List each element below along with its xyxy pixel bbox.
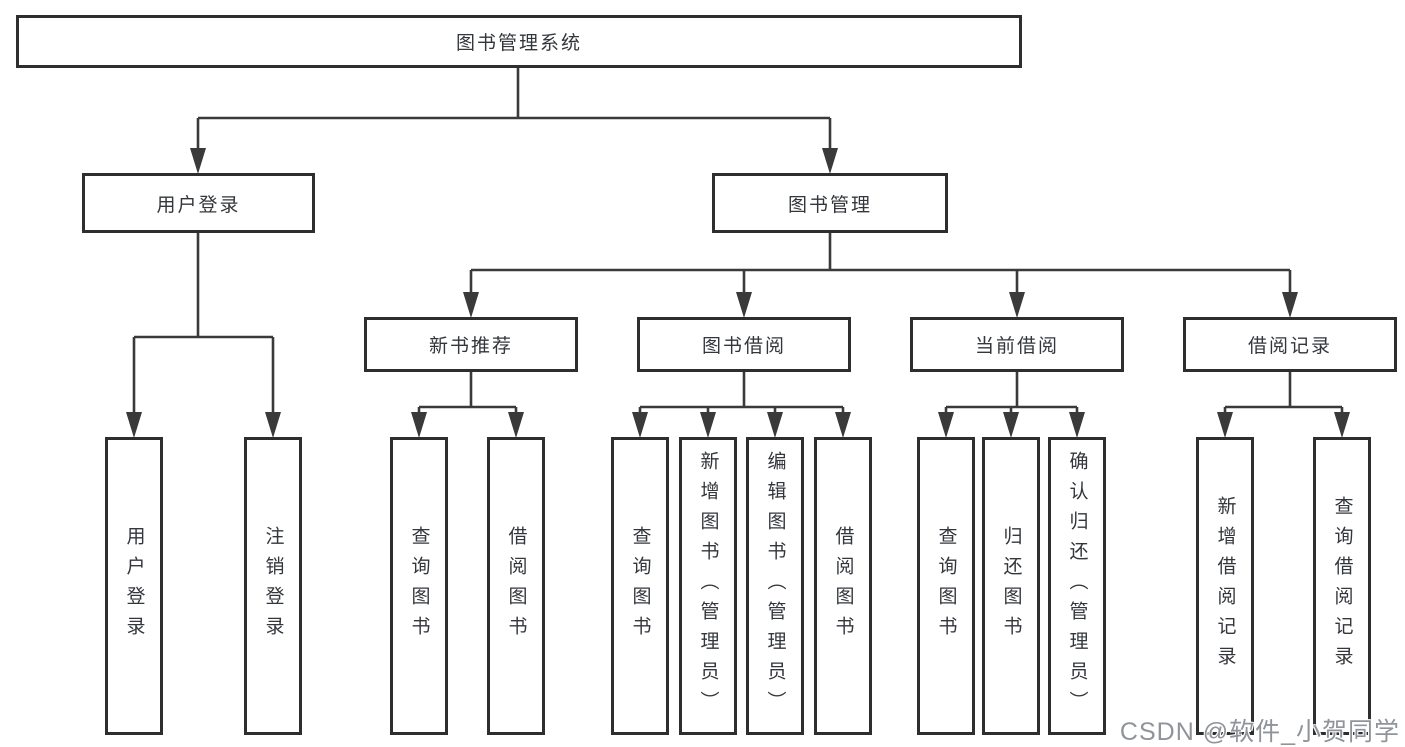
node-root-label: 图书管理系统 xyxy=(455,33,582,54)
arrow-down-icon xyxy=(938,412,954,438)
leaf-add-book-admin-label: 新增图书（管理员） xyxy=(697,451,719,721)
arrow-down-icon xyxy=(1217,412,1233,438)
leaf-confirm-return-admin: 确认归还（管理员） xyxy=(1048,437,1106,735)
node-current-borrow-label: 当前借阅 xyxy=(974,336,1059,357)
leaf-logout: 注销登录 xyxy=(244,437,302,735)
arrow-down-icon xyxy=(463,292,479,318)
leaf-confirm-return-admin-label: 确认归还（管理员） xyxy=(1066,451,1088,721)
node-book-borrow-label: 图书借阅 xyxy=(701,336,786,357)
node-root: 图书管理系统 xyxy=(16,15,1022,68)
leaf-edit-book-admin: 编辑图书（管理员） xyxy=(746,437,804,735)
leaf-query-books-1: 查询图书 xyxy=(390,437,448,735)
arrow-down-icon xyxy=(1282,292,1298,318)
leaf-query-books-3: 查询图书 xyxy=(917,437,975,735)
leaf-query-books-2-label: 查询图书 xyxy=(629,526,651,646)
node-borrow-records-label: 借阅记录 xyxy=(1247,336,1332,357)
arrow-down-icon xyxy=(835,412,851,438)
arrow-down-icon xyxy=(632,412,648,438)
leaf-logout-label: 注销登录 xyxy=(262,526,284,646)
leaf-add-book-admin: 新增图书（管理员） xyxy=(679,437,737,735)
arrow-down-icon xyxy=(411,412,427,438)
leaf-add-borrow-record-label: 新增借阅记录 xyxy=(1214,496,1236,676)
node-user-login: 用户登录 xyxy=(82,173,315,233)
node-borrow-records: 借阅记录 xyxy=(1183,317,1397,372)
watermark: CSDN @软件_小贺同学 xyxy=(1119,718,1400,746)
arrow-down-icon xyxy=(265,412,281,438)
leaf-query-borrow-record: 查询借阅记录 xyxy=(1313,437,1371,735)
arrow-down-icon xyxy=(1069,412,1085,438)
leaf-return-book: 归还图书 xyxy=(982,437,1040,735)
node-book-management-label: 图书管理 xyxy=(787,194,872,216)
node-book-borrow: 图书借阅 xyxy=(637,317,851,372)
leaf-borrow-books-2-label: 借阅图书 xyxy=(832,526,854,646)
arrow-down-icon xyxy=(1009,292,1025,318)
leaf-borrow-books-1: 借阅图书 xyxy=(487,437,545,735)
arrow-down-icon xyxy=(508,412,524,438)
leaf-add-borrow-record: 新增借阅记录 xyxy=(1196,437,1254,735)
arrow-down-icon xyxy=(822,148,838,174)
arrow-down-icon xyxy=(1334,412,1350,438)
node-current-borrow: 当前借阅 xyxy=(910,317,1124,372)
leaf-user-login-label: 用户登录 xyxy=(123,526,145,646)
arrow-down-icon xyxy=(190,148,206,174)
leaf-edit-book-admin-label: 编辑图书（管理员） xyxy=(764,451,786,721)
node-user-login-label: 用户登录 xyxy=(156,194,241,216)
leaf-borrow-books-1-label: 借阅图书 xyxy=(505,526,527,646)
leaf-return-book-label: 归还图书 xyxy=(1000,526,1022,646)
arrow-down-icon xyxy=(736,292,752,318)
node-book-management: 图书管理 xyxy=(712,173,948,233)
arrow-down-icon xyxy=(126,412,142,438)
node-new-book-recommend-label: 新书推荐 xyxy=(428,336,513,357)
leaf-query-borrow-record-label: 查询借阅记录 xyxy=(1331,496,1353,676)
leaf-query-books-2: 查询图书 xyxy=(611,437,669,735)
leaf-query-books-1-label: 查询图书 xyxy=(408,526,430,646)
arrow-down-icon xyxy=(767,412,783,438)
leaf-borrow-books-2: 借阅图书 xyxy=(814,437,872,735)
arrow-down-icon xyxy=(700,412,716,438)
leaf-query-books-3-label: 查询图书 xyxy=(935,526,957,646)
leaf-user-login: 用户登录 xyxy=(105,437,163,735)
node-new-book-recommend: 新书推荐 xyxy=(364,317,578,372)
arrow-down-icon xyxy=(1003,412,1019,438)
